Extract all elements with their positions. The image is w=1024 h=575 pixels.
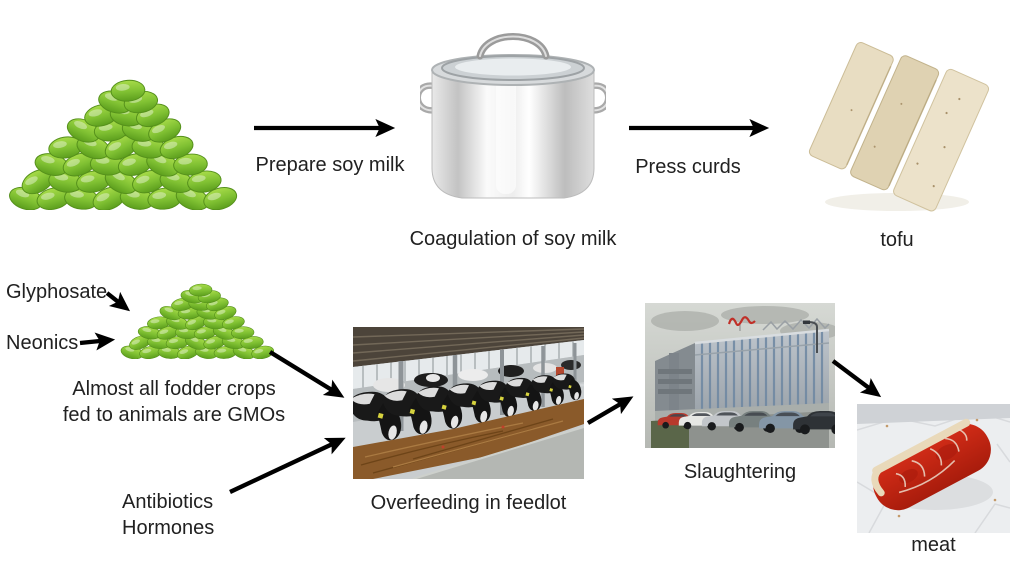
caption-meat: meat [911, 534, 956, 556]
street-lamp [803, 320, 818, 353]
note-fodder-gmo-line2: fed to animals are GMOs [62, 404, 286, 426]
note-fodder-gmo: Almost all fodder crops fed to animals a… [55, 376, 293, 428]
meat-image [857, 404, 1010, 533]
pot-glass-lid [441, 55, 585, 81]
label-hormones: Hormones [122, 517, 215, 539]
note-fodder-gmo-line1: Almost all fodder crops [72, 378, 276, 400]
caption-coagulation: Coagulation of soy milk [409, 228, 617, 250]
pot-side-handles [420, 82, 606, 114]
label-antibiotics: Antibiotics [122, 491, 214, 513]
arrow-feedlot-to-slaughter [586, 396, 634, 425]
steak [871, 418, 991, 511]
barn-ceiling [353, 327, 584, 367]
tofu-slices [808, 41, 990, 212]
caption-overfeeding: Overfeeding in feedlot [370, 492, 567, 514]
arrow-inputs-to-feedlot [229, 437, 346, 494]
caption-slaughtering: Slaughtering [683, 461, 797, 483]
soybeans-small-image [120, 277, 280, 359]
label-glyphosate: Glyphosate [6, 281, 108, 303]
slaughterhouse-image [645, 303, 835, 448]
label-antibiotics-hormones: Antibiotics Hormones [122, 489, 214, 541]
feed-trough [353, 399, 584, 479]
label-prepare-soy-milk: Prepare soy milk [255, 154, 405, 176]
caption-tofu: tofu [880, 229, 914, 251]
soybeans-image [8, 68, 246, 210]
stockpot-image [420, 33, 606, 199]
label-neonics: Neonics [6, 332, 79, 354]
feedlot-image [353, 327, 584, 479]
barn-windows [353, 340, 584, 389]
tofu-image [808, 41, 990, 212]
label-press-curds: Press curds [635, 156, 741, 178]
arrow-slaughter-to-meat [831, 359, 882, 398]
arrow-neonics [79, 332, 116, 351]
rooftop-logo [727, 316, 756, 331]
roof-structures [762, 317, 830, 331]
pot-lid-handle [476, 33, 550, 60]
